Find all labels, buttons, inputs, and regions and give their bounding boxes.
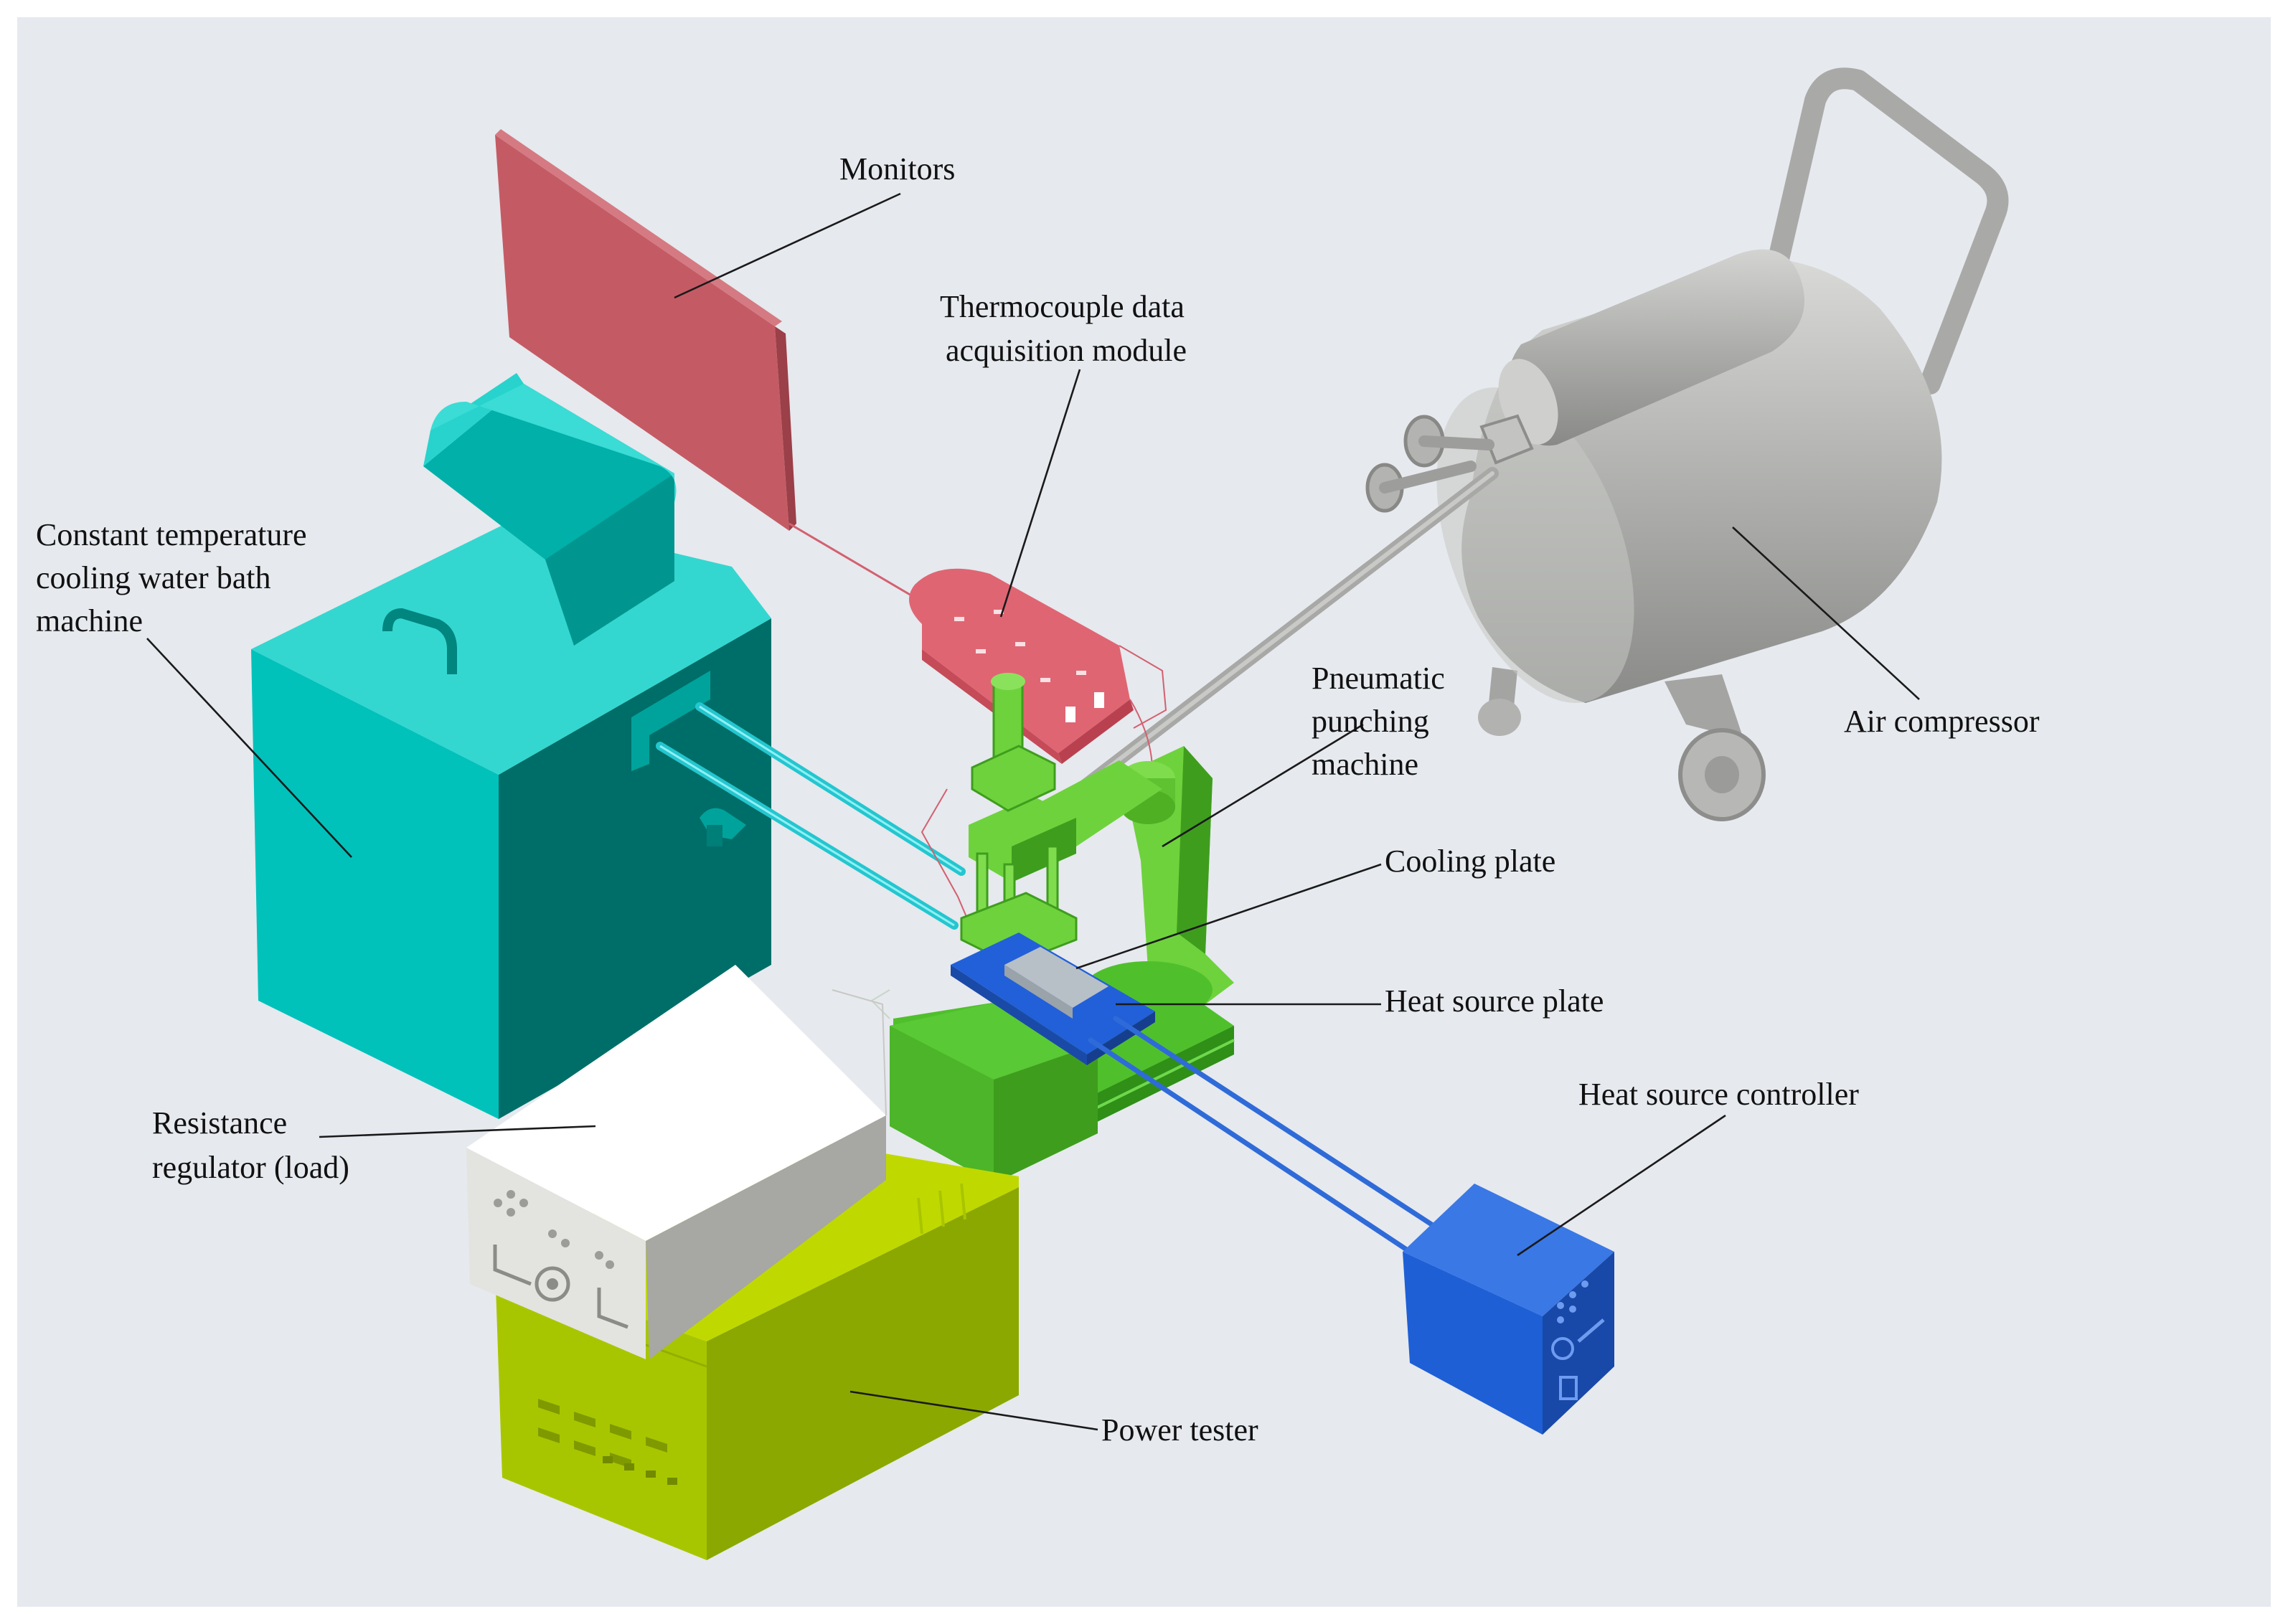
label-power-tester: Power tester [1101, 1412, 1258, 1448]
label-heat-source-plate: Heat source plate [1385, 983, 1604, 1019]
label-heat-source-controller: Heat source controller [1578, 1077, 1859, 1112]
labels: Monitors Thermocouple data acquisition m… [36, 151, 2040, 1448]
leader-controller [1517, 1114, 1726, 1257]
air-compressor-icon [1055, 67, 2009, 821]
label-pneumatic-line2: punching [1312, 704, 1429, 739]
label-pneumatic-line3: machine [1312, 747, 1418, 782]
label-water-bath-line3: machine [36, 603, 143, 638]
leader-power-tester [849, 1390, 1098, 1431]
leader-thermocouple [999, 369, 1081, 618]
base-plate-icon [870, 976, 1235, 1184]
leader-cooling-plate [1075, 863, 1382, 970]
label-thermocouple-line2: acquisition module [946, 333, 1187, 368]
leader-monitors [674, 192, 901, 299]
label-pneumatic-line1: Pneumatic [1312, 661, 1445, 696]
cooling-water-pipes [656, 702, 966, 930]
thermocouple-module-icon [909, 568, 1167, 922]
label-water-bath-line2: cooling water bath [36, 560, 270, 595]
label-resistance-line1: Resistance [152, 1105, 287, 1141]
leader-air-compressor [1732, 527, 1920, 700]
label-resistance-line2: regulator (load) [152, 1150, 349, 1185]
monitor-panel-icon [495, 129, 912, 597]
label-water-bath-line1: Constant temperature [36, 517, 307, 552]
controller-box-icon [1403, 1184, 1614, 1435]
resistance-box-icon [466, 965, 887, 1359]
leader-pneumatic [1162, 723, 1364, 848]
label-monitors: Monitors [839, 151, 955, 187]
leader-water-bath [146, 638, 352, 858]
label-air-compressor: Air compressor [1844, 704, 2040, 739]
label-thermocouple-line1: Thermocouple data [940, 289, 1185, 324]
label-cooling-plate: Cooling plate [1385, 844, 1555, 879]
cooling-plate-icon [1004, 947, 1108, 1019]
leader-lines [146, 192, 1920, 1431]
heat-source-wires [1088, 1016, 1438, 1255]
leader-resistance [319, 1125, 596, 1138]
